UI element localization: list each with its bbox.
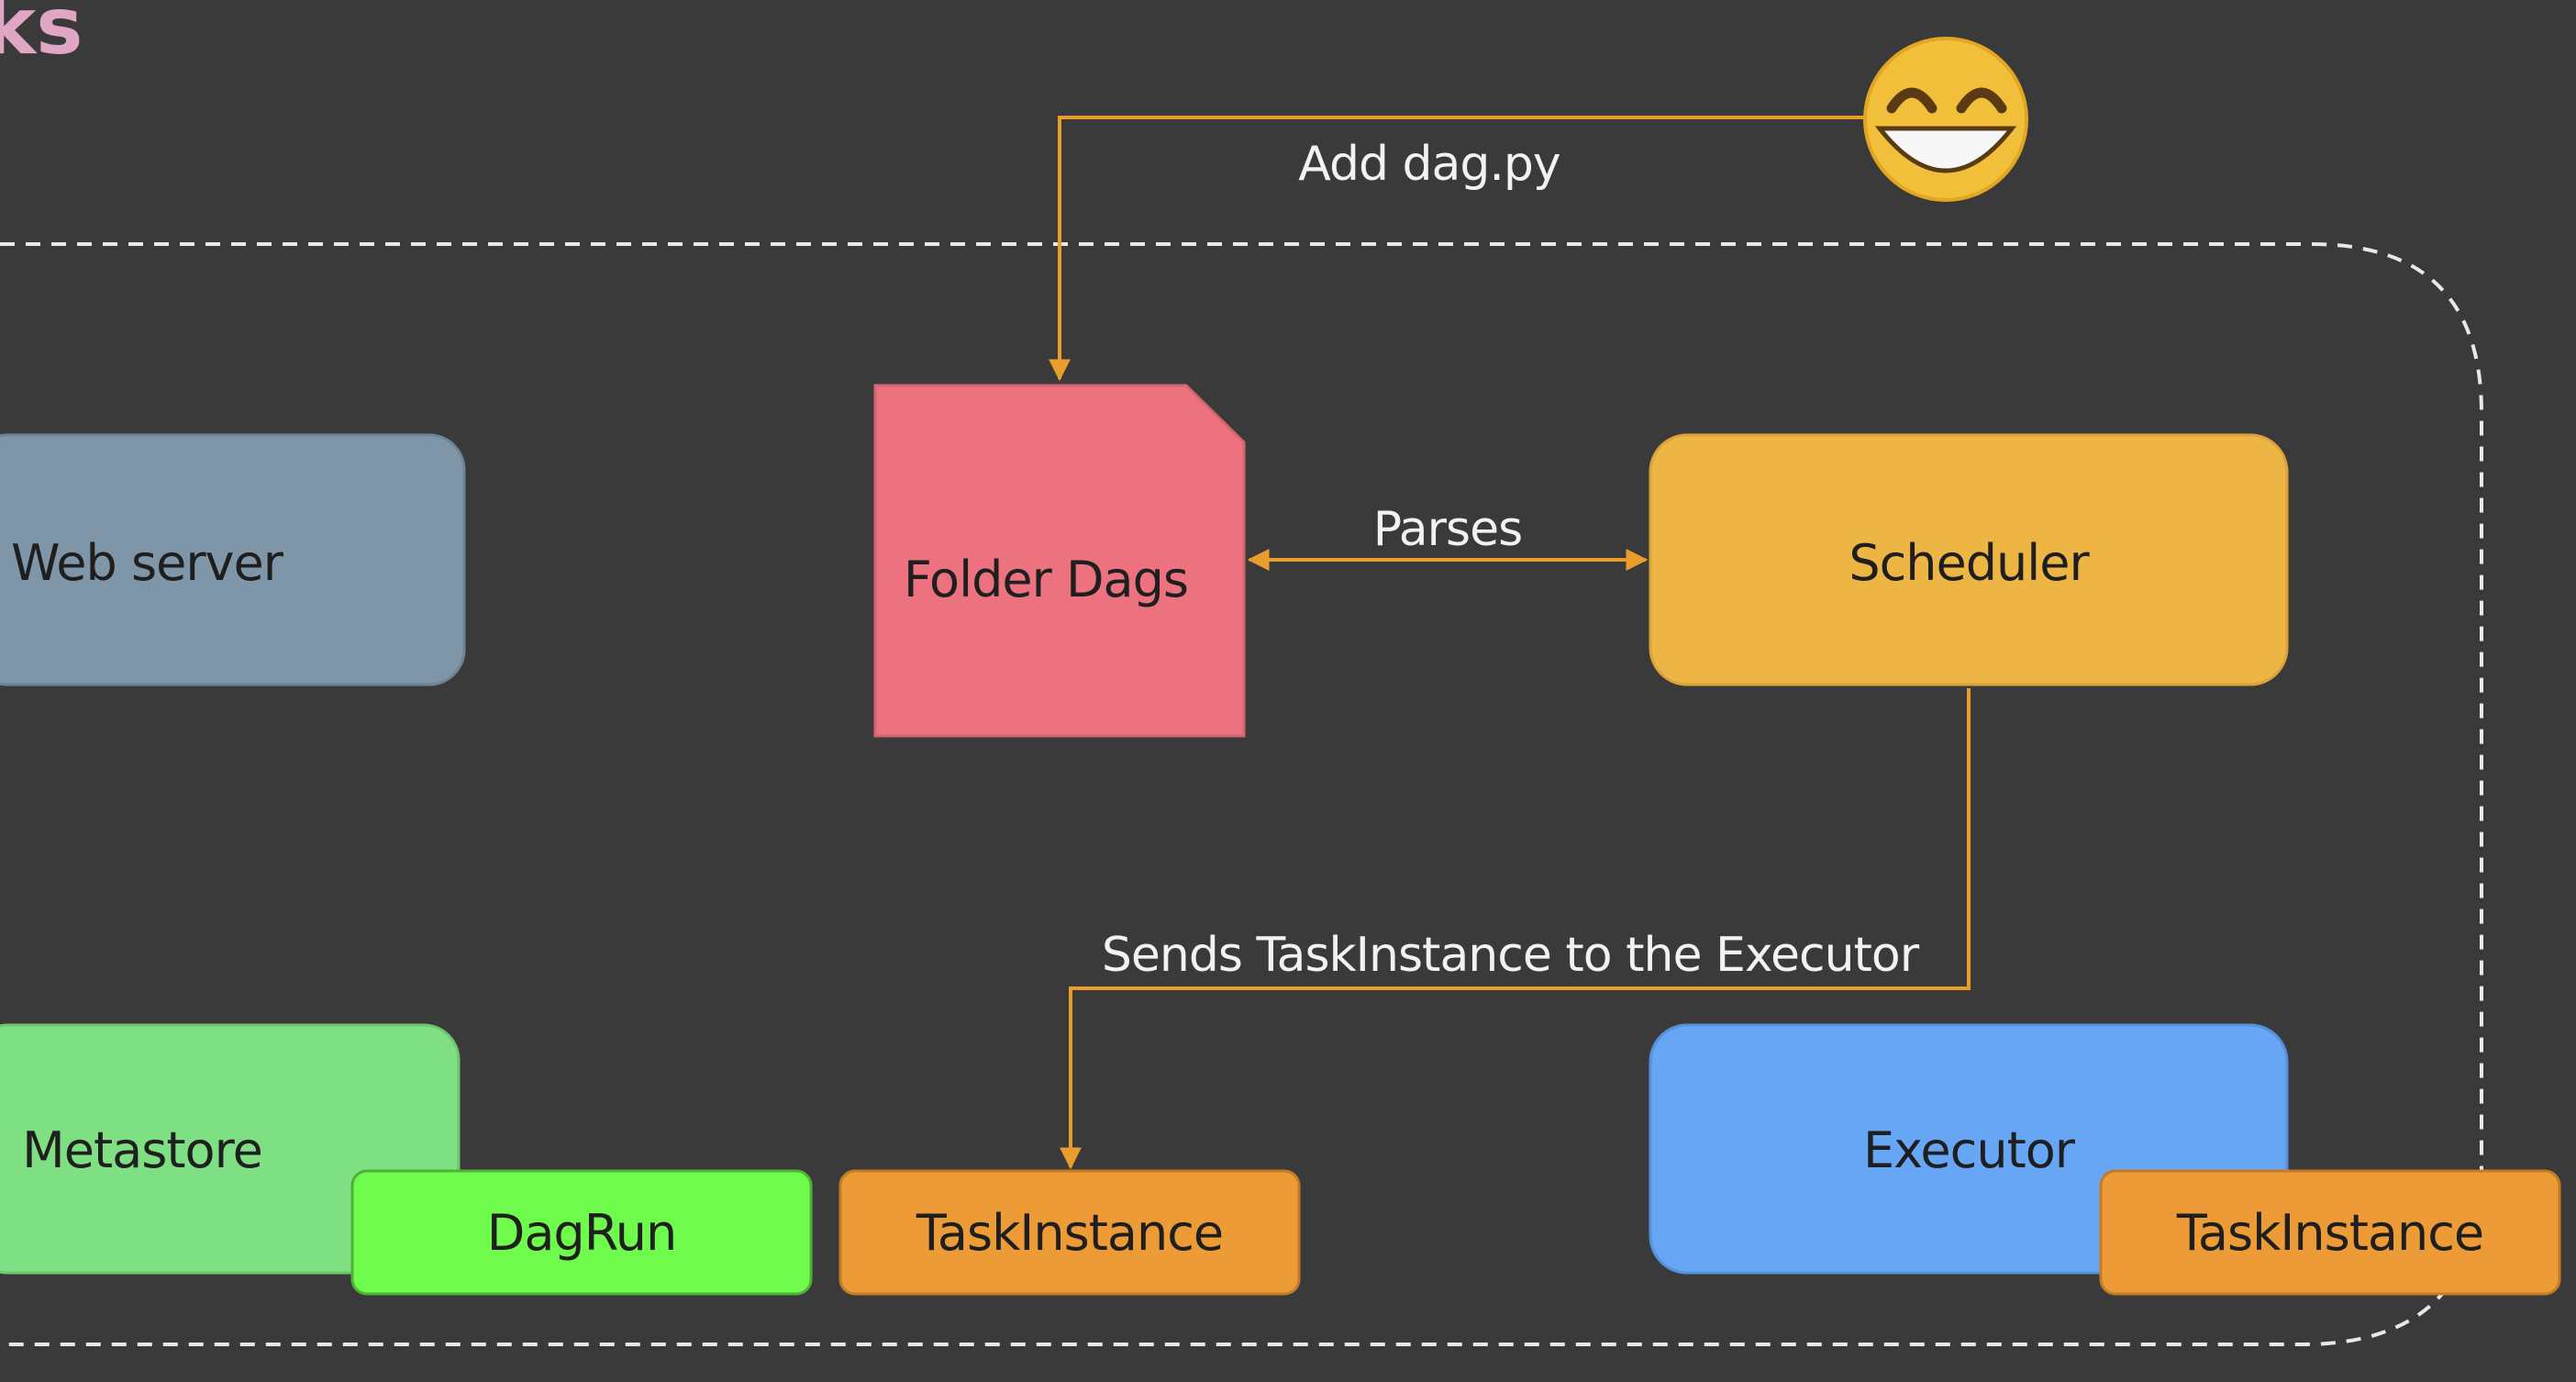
- sends-taskinstance-arrow: [1060, 688, 1971, 1170]
- folder-dags-node: Folder Dags: [873, 384, 1246, 738]
- parses-label: Parses: [1373, 502, 1522, 557]
- add-dag-arrow: [1049, 116, 1871, 382]
- grinning-face-icon: [1863, 37, 2028, 202]
- title-fragment: ks: [0, 0, 83, 72]
- metastore-label: Metastore: [22, 1121, 262, 1179]
- scheduler-label: Scheduler: [1849, 534, 2090, 592]
- dagrun-label: DagRun: [487, 1204, 677, 1262]
- executor-label: Executor: [1863, 1121, 2076, 1179]
- taskinstance-right-label: TaskInstance: [2176, 1204, 2483, 1262]
- sends-taskinstance-label: Sends TaskInstance to the Executor: [1102, 928, 1920, 983]
- dagrun-node: DagRun: [350, 1169, 813, 1296]
- system-boundary: [0, 242, 2483, 1346]
- taskinstance-left-label: TaskInstance: [916, 1204, 1223, 1262]
- folder-dags-label: Folder Dags: [904, 551, 1188, 608]
- metastore-node: Metastore: [0, 1023, 461, 1275]
- taskinstance-node-left: TaskInstance: [838, 1169, 1301, 1296]
- web-server-label: Web server: [11, 534, 284, 592]
- add-dag-label: Add dag.py: [1298, 137, 1560, 192]
- web-server-node: Web server: [0, 433, 466, 686]
- scheduler-node: Scheduler: [1649, 433, 2289, 686]
- taskinstance-node-right: TaskInstance: [2099, 1169, 2561, 1296]
